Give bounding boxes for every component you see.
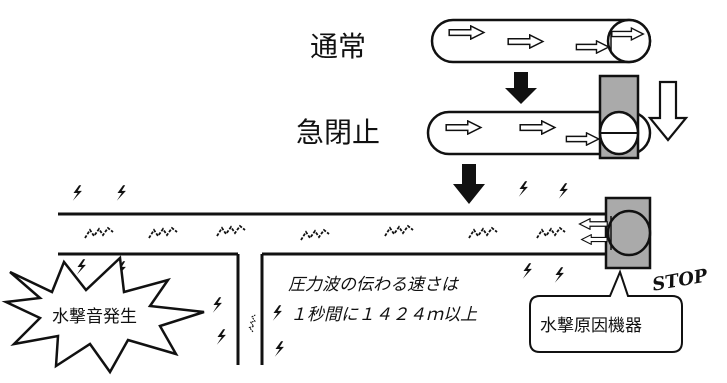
label-sudden-close: 急閉止 xyxy=(296,116,380,149)
label-normal: 通常 xyxy=(310,30,366,63)
pipe-network xyxy=(58,212,612,365)
valve-down-arrow-icon xyxy=(647,80,689,142)
valve-icon xyxy=(598,74,640,160)
down-arrow-icon xyxy=(453,164,485,204)
end-valve-icon xyxy=(604,196,652,270)
reflected-arrow-icon xyxy=(578,218,608,245)
pressure-wave-text-1: 圧力波の伝わる速さは xyxy=(288,275,460,295)
closed-pipe xyxy=(426,74,689,160)
pressure-wave-text-2: １秒間に１４２４ｍ以上 xyxy=(290,305,478,325)
burst-icon xyxy=(1,255,205,375)
hammer-noise-label: 水撃音発生 xyxy=(52,307,137,327)
stop-label: STOP xyxy=(651,265,710,295)
normal-pipe xyxy=(430,18,652,64)
cause-device-label: 水撃原因機器 xyxy=(540,316,642,336)
cause-device-callout xyxy=(529,269,683,353)
down-arrow-icon xyxy=(505,72,537,104)
